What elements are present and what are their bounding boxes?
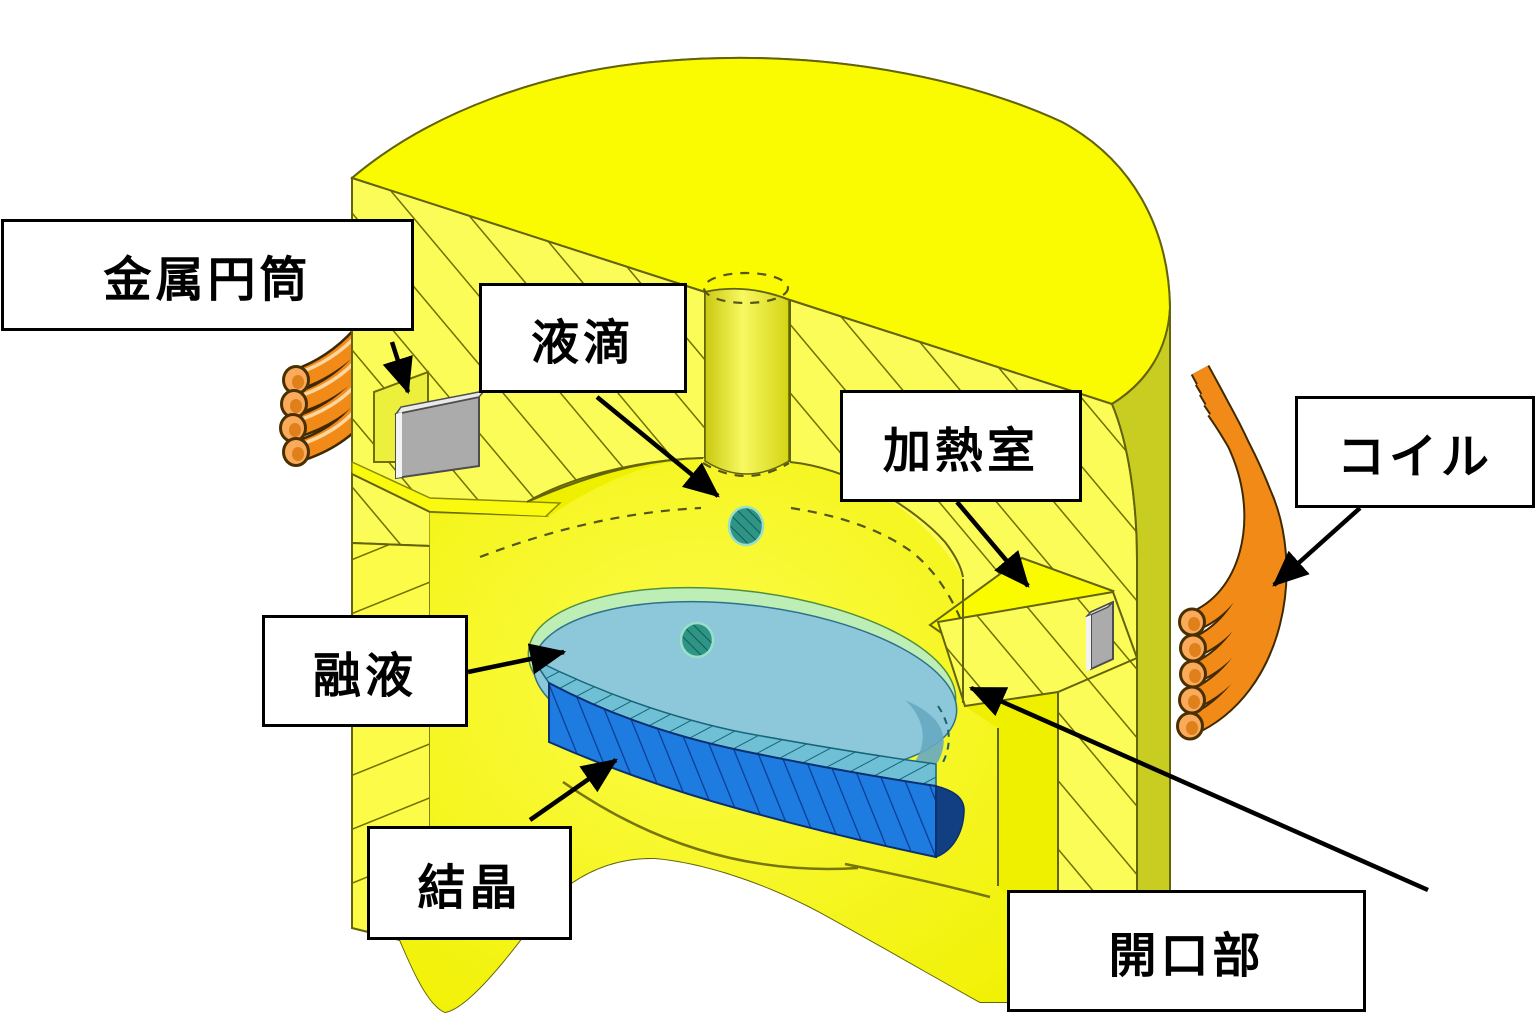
crucible-contents [527,586,991,899]
coil-tube-end-caps-right [1176,607,1207,741]
metal-cylinder-plate-right [1085,600,1114,671]
arrow-to-melt [467,643,567,675]
label-heating-chamber: 加熱室 [840,390,1082,502]
arrow-to-crystal [528,758,618,822]
arrow-to-opening [968,685,1429,893]
droplet-on-melt [679,621,715,659]
arrow-to-coil [1272,506,1362,587]
chamber-hidden-edges [479,462,963,621]
coil-tube-end-caps-left [279,365,310,467]
arrow-to-heating-chamber [955,500,1030,588]
arrow-to-metal-cylinder [382,341,413,395]
falling-droplet [727,505,765,547]
label-melt: 融液 [262,615,468,727]
label-droplet: 液滴 [479,283,687,393]
feed-tube-mouth [702,271,790,305]
label-crystal: 結晶 [367,826,572,940]
crystal-side-face [935,785,965,859]
label-coil: コイル [1295,396,1535,508]
induction-coil-left [279,328,372,467]
arrow-to-droplet [595,395,720,498]
label-opening: 開口部 [1007,890,1366,1012]
induction-coil-right [1176,364,1288,741]
droplet-feed-tube [704,288,790,475]
chamber-dome-edges [526,457,999,886]
metal-cylinder-plate-left [373,370,486,480]
label-metal-cylinder: 金属円筒 [1,219,414,331]
